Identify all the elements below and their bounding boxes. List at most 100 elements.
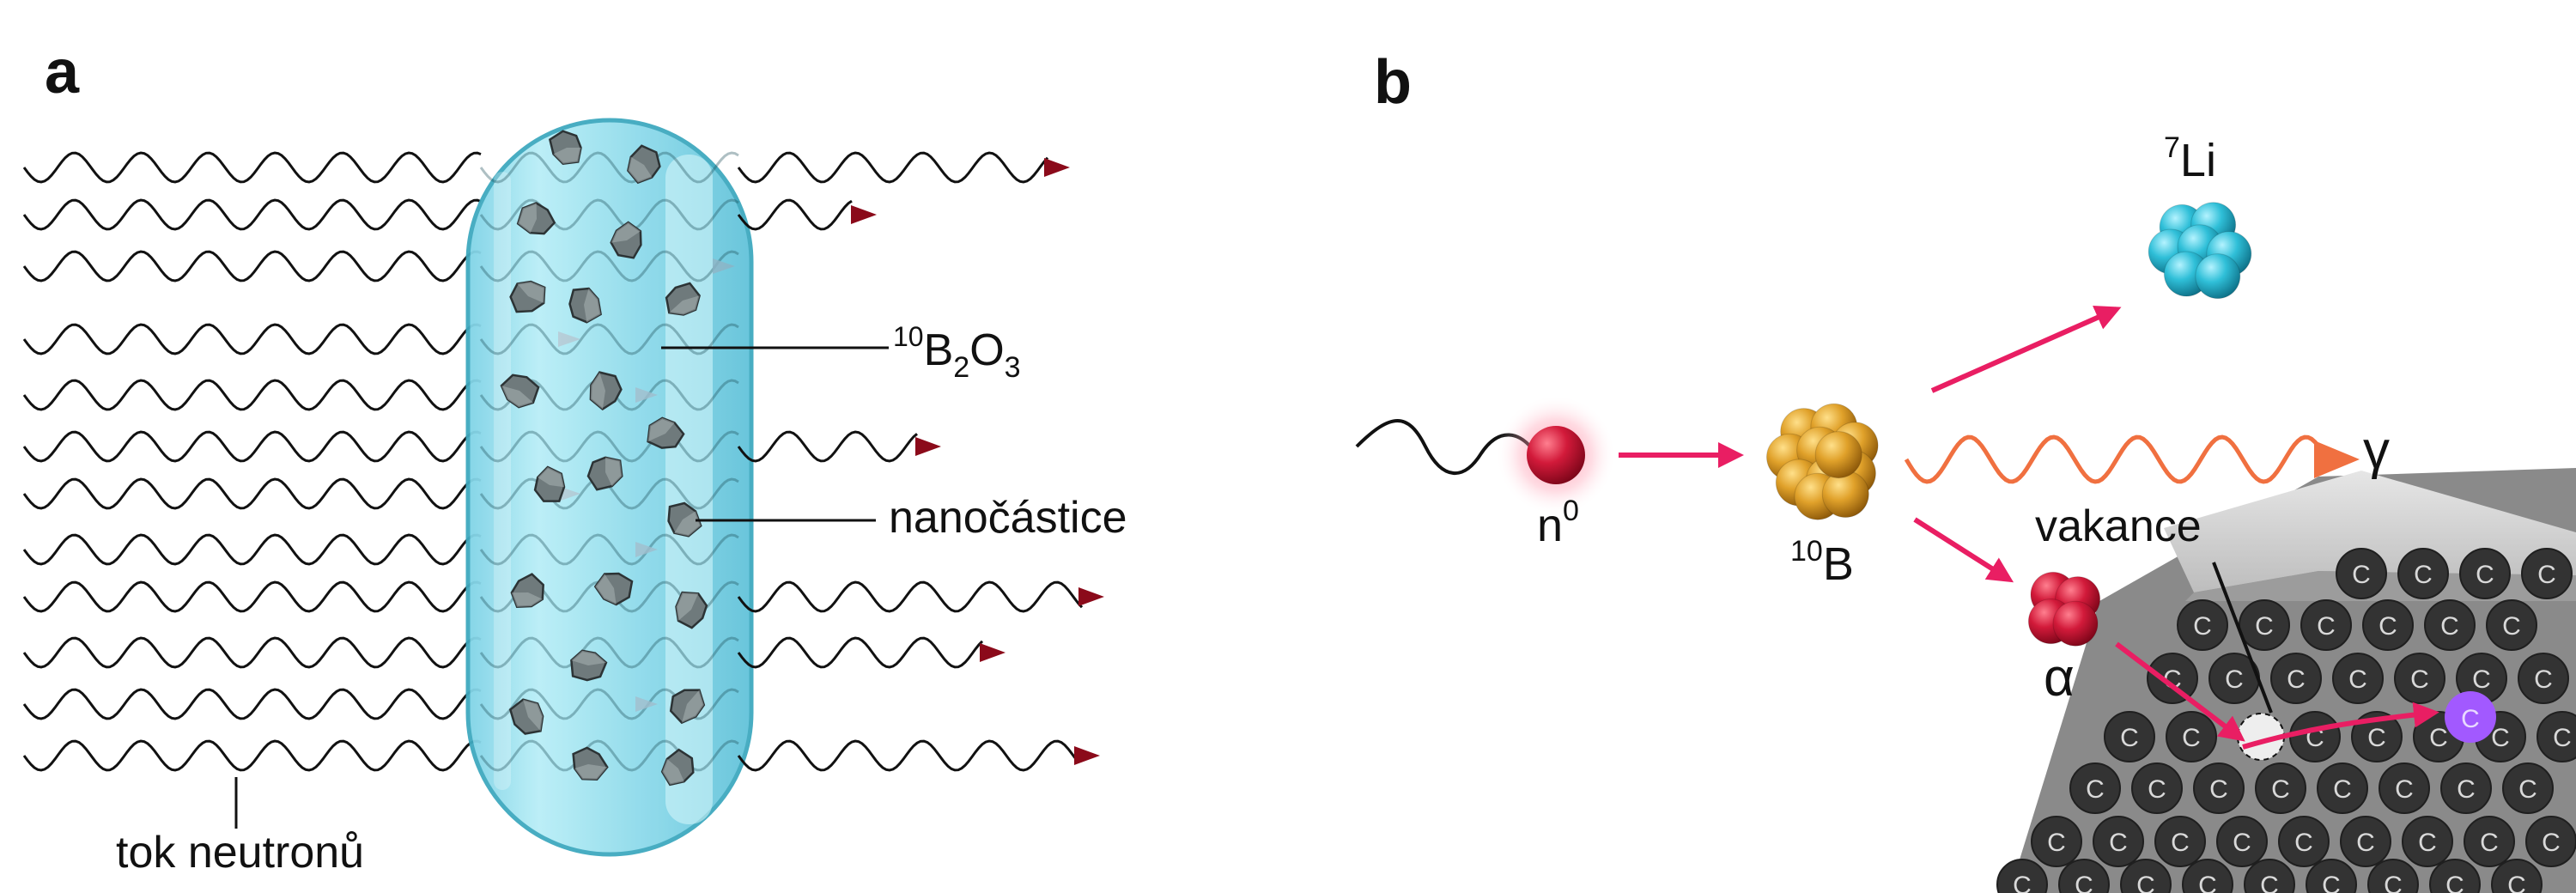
gamma-ray-wave [1904, 434, 2320, 484]
nanoparticle-facet [571, 650, 606, 665]
carbon-atom [2332, 653, 2384, 704]
neutron-sup: 0 [1563, 495, 1579, 527]
neutron-wave-attenuated [479, 323, 739, 355]
carbon-atom [2317, 762, 2368, 814]
carbon-atom-label: C [2148, 775, 2166, 804]
gamma-arrowhead [2314, 440, 2360, 478]
vacancy-label: vakance [2035, 501, 2202, 551]
neutron-waves-right [737, 151, 1104, 772]
carbon-atom-label: C [2198, 872, 2217, 893]
carbon-atom [1996, 859, 2048, 893]
neutron-wave-transmitted [737, 739, 1077, 772]
carbon-atom-label: C [2182, 724, 2201, 752]
carbon-atom [2464, 816, 2515, 867]
carbon-atom [2491, 859, 2543, 893]
carbon-atom [2336, 548, 2387, 599]
nanoparticle-facet [595, 574, 617, 604]
carbon-atom-label: C [2476, 561, 2494, 589]
carbon-atom-label: C [2294, 829, 2313, 857]
displaced-carbon-label: C [2461, 705, 2480, 733]
boron-symbol: B [1823, 538, 1854, 590]
neutron-wave [22, 533, 482, 566]
carbon-atom-label: C [2553, 724, 2572, 752]
absorbed-neutron-arrowhead [635, 387, 658, 403]
neutron-wave-attenuated [479, 636, 739, 669]
carbon-atom-label: C [2322, 872, 2341, 893]
vacancy-leader-line [2212, 562, 2273, 714]
neutron-waves-left [22, 151, 482, 772]
carbon-atom-label: C [2086, 775, 2105, 804]
carbon-atom-label: C [2136, 872, 2155, 893]
neutron-arrowhead [851, 205, 877, 224]
nanoparticle-facet [553, 148, 581, 164]
carbon-atom [2131, 762, 2183, 814]
carbon-atom [2177, 599, 2228, 651]
neutron-wave [22, 739, 482, 772]
boron-label: 10B [1790, 535, 1854, 590]
carbon-atom [2525, 816, 2576, 867]
lithium-label: 7Li [2164, 131, 2216, 186]
carbon-atom-label: C [2507, 872, 2526, 893]
arrow-vacancy-to-displaced-atom [2242, 702, 2439, 750]
carbon-atom [2397, 548, 2449, 599]
nanoparticle-facet [674, 511, 702, 537]
carbon-atom-label: C [2502, 612, 2521, 641]
neutron-wave-transmitted [737, 198, 853, 231]
carbon-atom-label: C [2384, 872, 2403, 893]
nanoparticle-facet [662, 758, 684, 785]
carbon-atom [2166, 711, 2217, 762]
neutron-wave [22, 580, 482, 613]
carbon-atom [2300, 599, 2352, 651]
carbon-atom [2093, 816, 2144, 867]
absorbed-neutron-arrowhead [635, 696, 658, 712]
absorbed-neutron-arrowhead [558, 331, 580, 347]
neutron-wave-attenuated [479, 739, 739, 772]
carbon-atom-label: C [2075, 872, 2093, 893]
carbon-atom [2069, 762, 2121, 814]
carbon-atom [2502, 762, 2554, 814]
carbon-atom-label: C [2367, 724, 2386, 752]
carbon-atom-label: C [2287, 665, 2306, 694]
alpha-particle [2027, 571, 2101, 647]
nucleon [2195, 253, 2241, 300]
nanoparticle-facet [676, 592, 699, 621]
neutron-wave-attenuated [479, 533, 739, 566]
carbon-atom-label: C [2255, 612, 2274, 641]
carbon-atom-label: C [2534, 665, 2553, 694]
nucleon [2052, 600, 2099, 647]
nanoparticle-facet [628, 156, 653, 183]
carbon-atom [2154, 816, 2206, 867]
carbon-atom [2379, 762, 2430, 814]
nanoparticle-label: nanočástice [889, 493, 1127, 543]
carbon-atom [2486, 599, 2537, 651]
carbon-atom-label: C [2109, 829, 2128, 857]
nanoparticle-facet [511, 592, 543, 607]
carbon-atom [2193, 762, 2245, 814]
neutron-label: n0 [1537, 495, 1579, 551]
nanoparticle-facet [538, 467, 564, 488]
carbon-atom [2402, 816, 2453, 867]
carbon-atom-label: C [2429, 724, 2448, 752]
carbon-atom-label: C [2395, 775, 2414, 804]
nanoparticle-facet [517, 282, 545, 303]
carbon-atom-label: C [2491, 724, 2510, 752]
carbon-atom [2424, 599, 2476, 651]
carbon-atom [2147, 653, 2198, 704]
carbon-atom [2120, 859, 2172, 893]
carbon-atom-label: C [2356, 829, 2375, 857]
carbon-atom-label: C [2440, 612, 2459, 641]
carbon-atom-label: C [2047, 829, 2066, 857]
nucleon [1821, 471, 1869, 518]
b2o3-label: 10B2O3 [893, 321, 1021, 384]
carbon-atom [2537, 711, 2576, 762]
carbon-atom [2058, 859, 2110, 893]
carbon-atom [2270, 653, 2322, 704]
neutron-wave-transmitted [737, 430, 918, 463]
carbon-atom-label: C [2418, 829, 2437, 857]
carbon-atom-label: C [2414, 561, 2433, 589]
arrow-alpha-to-vacancy [2115, 641, 2245, 742]
gamma-label: γ [2363, 421, 2390, 480]
neutron-wave [22, 688, 482, 720]
carbon-atom-label: C [2348, 665, 2367, 694]
